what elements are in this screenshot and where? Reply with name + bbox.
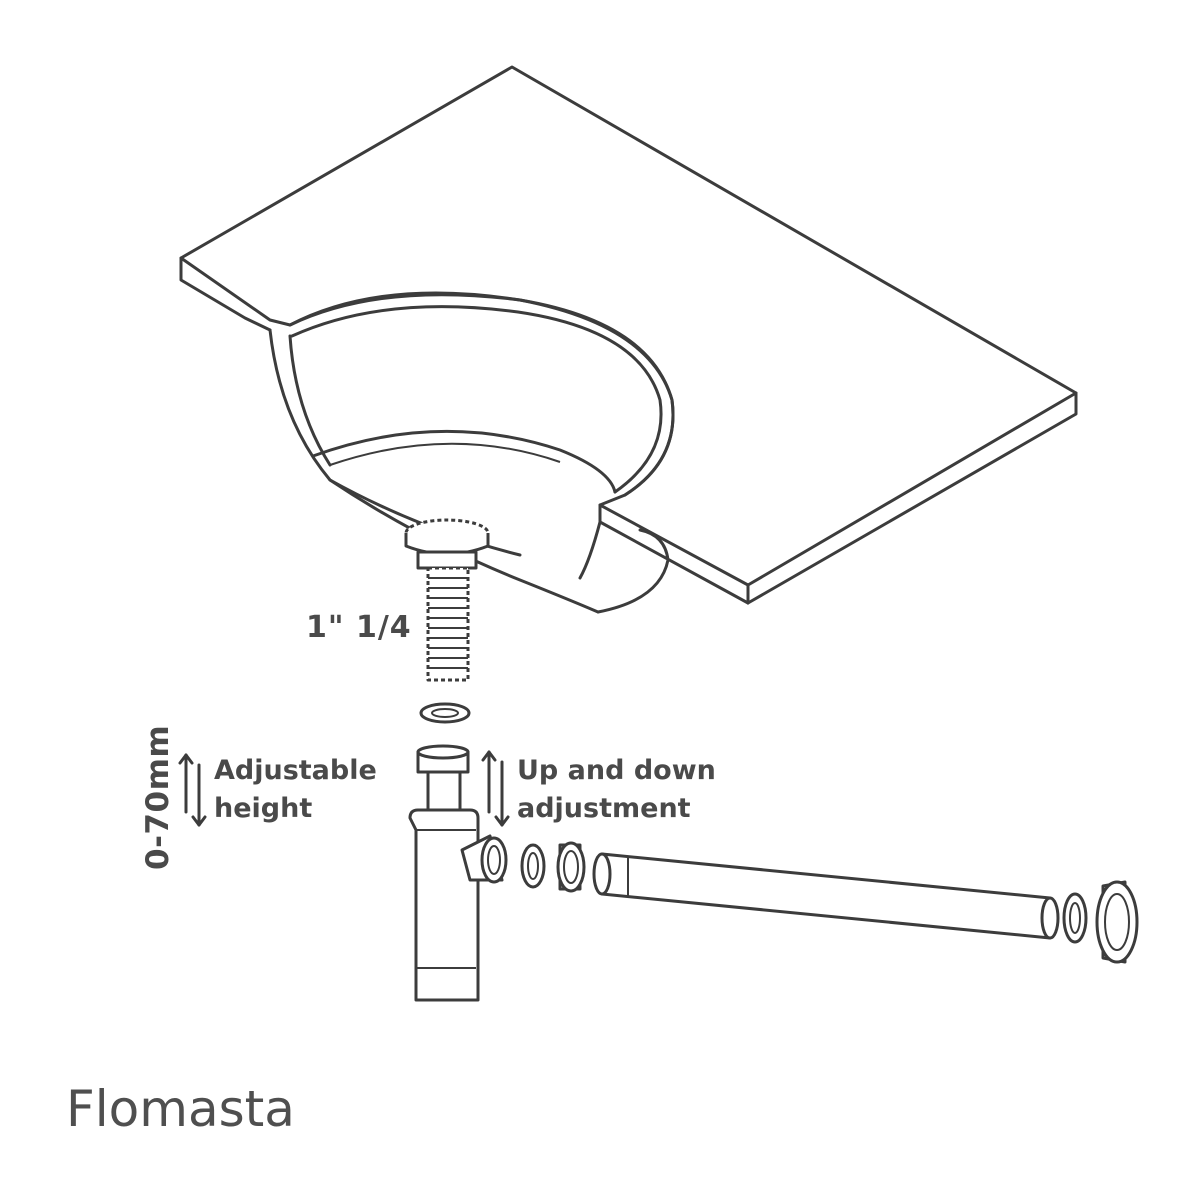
countertop-basin: [179, 65, 1078, 614]
updown-adjustment-label: Up and down adjustment: [517, 752, 716, 828]
height-range-label: 0-70mm: [140, 724, 176, 870]
thread-size-label: 1" 1/4: [306, 610, 412, 645]
connector-nut: [520, 841, 586, 893]
adjustable-height-label: Adjustable height: [214, 752, 377, 828]
brand-logo: Flomasta: [66, 1080, 295, 1138]
updown-arrows: [481, 750, 510, 827]
wall-flange: [1062, 880, 1139, 964]
adjustable-height-arrows: [178, 753, 207, 827]
outlet-pipe: [592, 852, 1060, 940]
adjustable-line2: height: [214, 793, 313, 824]
updown-line1: Up and down: [517, 755, 716, 786]
updown-line2: adjustment: [517, 793, 691, 824]
washer: [419, 702, 471, 724]
bottle-trap: [408, 744, 508, 1002]
adjustable-line1: Adjustable: [214, 755, 377, 786]
popup-waste: [404, 518, 490, 682]
